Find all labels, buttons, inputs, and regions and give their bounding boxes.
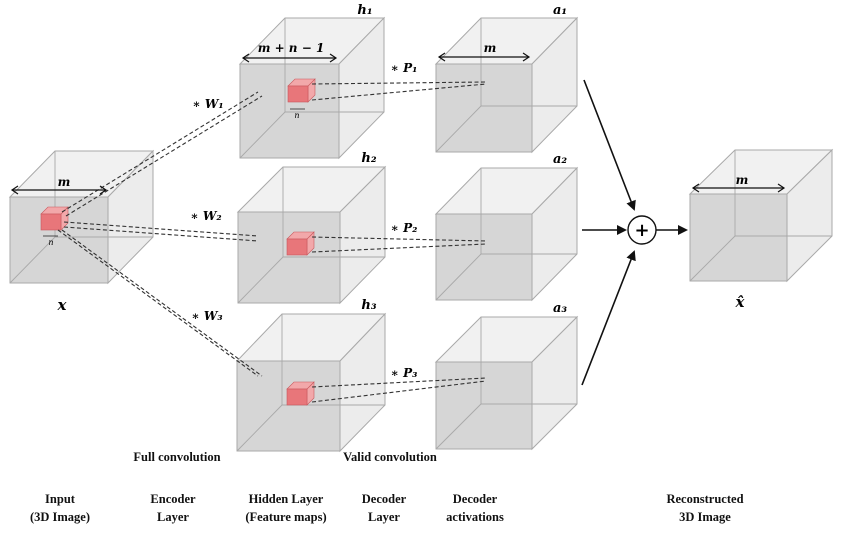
dimension-arrows	[10, 52, 786, 237]
operator-p3: ∗ P₃	[391, 366, 418, 380]
h3-label: h₃	[361, 298, 376, 313]
a1-label: a₁	[553, 3, 567, 18]
stage-input-line2: (3D Image)	[30, 510, 90, 524]
h1-dim-label: m + n − 1	[258, 41, 325, 55]
cube-front-face	[9, 196, 109, 284]
stage-hidden-line2: (Feature maps)	[245, 510, 326, 524]
hidden-kernel-box-3	[286, 381, 315, 406]
activation-cube-2	[434, 166, 579, 302]
sum-node: +	[627, 215, 657, 245]
stage-labels: Input (3D Image) Encoder Layer Hidden La…	[30, 492, 744, 524]
h1-label: h₁	[357, 3, 372, 18]
stage-reconstructed-line2: 3D Image	[679, 510, 731, 524]
operator-w2: ∗ W₂	[190, 209, 221, 223]
h2-label: h₂	[361, 151, 376, 166]
input-dim-label: m	[58, 175, 71, 189]
sum-symbol: +	[634, 220, 649, 241]
hidden-kernel-box-2	[286, 231, 315, 256]
output-cube	[688, 148, 834, 283]
full-convolution-label: Full convolution	[133, 450, 220, 464]
stage-decoder-line2: Layer	[368, 510, 400, 524]
stage-encoder-line2: Layer	[157, 510, 189, 524]
valid-convolution-label: Valid convolution	[343, 450, 437, 464]
stage-reconstructed-line1: Reconstructed	[666, 492, 743, 506]
stage-hidden-line1: Hidden Layer	[249, 492, 324, 506]
a3-label: a₃	[553, 301, 567, 316]
stage-activations-line1: Decoder	[453, 492, 498, 506]
input-kernel-label: n	[48, 238, 53, 247]
activation-cube-1	[434, 16, 579, 154]
a2-label: a₂	[553, 152, 567, 167]
output-dim-label: m	[736, 173, 749, 187]
output-var-label: x̂	[735, 293, 746, 311]
input-var-label: x	[57, 296, 68, 314]
encoder-connections	[57, 91, 263, 377]
h1-kernel-label: n	[294, 111, 299, 120]
summation-arrows	[581, 79, 688, 386]
stage-activations-line2: activations	[446, 510, 504, 524]
operator-w3: ∗ W₃	[191, 309, 222, 323]
stage-encoder-line1: Encoder	[150, 492, 196, 506]
operator-p2: ∗ P₂	[391, 221, 418, 235]
hidden-cube-1	[238, 16, 386, 160]
a1-dim-label: m	[484, 41, 497, 55]
hidden-cube-2	[236, 165, 387, 305]
activation-cube-3	[434, 315, 579, 451]
operator-w1: ∗ W₁	[192, 97, 223, 111]
operator-p1: ∗ P₁	[391, 61, 418, 75]
decoder-connections	[311, 81, 487, 403]
stage-decoder-line1: Decoder	[362, 492, 407, 506]
hidden-kernel-box-1	[287, 78, 316, 103]
input-kernel-box	[40, 206, 69, 231]
input-cube	[8, 149, 155, 285]
stage-input-line1: Input	[45, 492, 76, 506]
